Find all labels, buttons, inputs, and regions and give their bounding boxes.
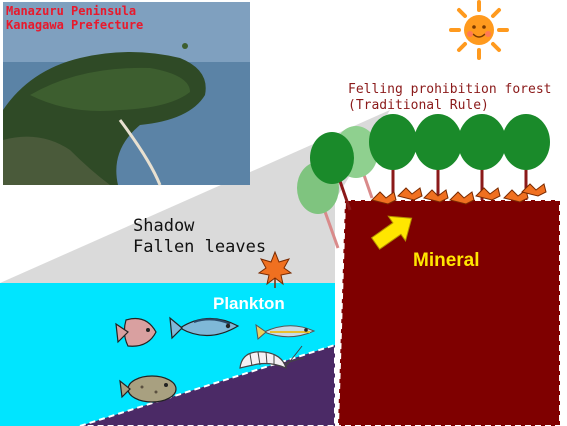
tree-icon: [414, 114, 462, 200]
forest-label-line1: Felling prohibition forest: [348, 82, 552, 97]
inset-caption-line2: Kanagawa Prefecture: [6, 18, 144, 32]
shadow-cone: [0, 110, 390, 283]
sun-icon: [449, 0, 509, 60]
fish-icon: [255, 323, 316, 340]
fallen-leaves: [371, 183, 547, 205]
maple-leaf-icon: [257, 250, 293, 288]
fish-icon: [119, 375, 177, 403]
inset-caption-line1: Manazuru Peninsula: [6, 4, 137, 18]
shadow-label-line2: Fallen leaves: [133, 237, 267, 257]
inset-caption: Manazuru Peninsula Kanagawa Prefecture: [6, 4, 143, 32]
mineral-label: Mineral: [413, 250, 480, 271]
tree-icon: [369, 114, 417, 200]
shadow-label-line1: Shadow: [133, 216, 195, 236]
shrimp-icon: [239, 345, 305, 370]
fish-icon: [169, 316, 240, 340]
tree-icon: [310, 132, 354, 211]
plankton-label: Plankton: [213, 294, 285, 313]
seabed: [79, 343, 336, 426]
tree-icon: [458, 114, 506, 200]
forest-label: Felling prohibition forest (Traditional …: [348, 82, 552, 114]
land-mass: [336, 199, 561, 426]
fish-icon: [115, 317, 157, 347]
peninsula-photo: [3, 2, 250, 186]
forest-label-line2: (Traditional Rule): [348, 98, 489, 113]
arrow-icon: [370, 215, 413, 250]
shadow-label: Shadow Fallen leaves: [133, 216, 266, 258]
